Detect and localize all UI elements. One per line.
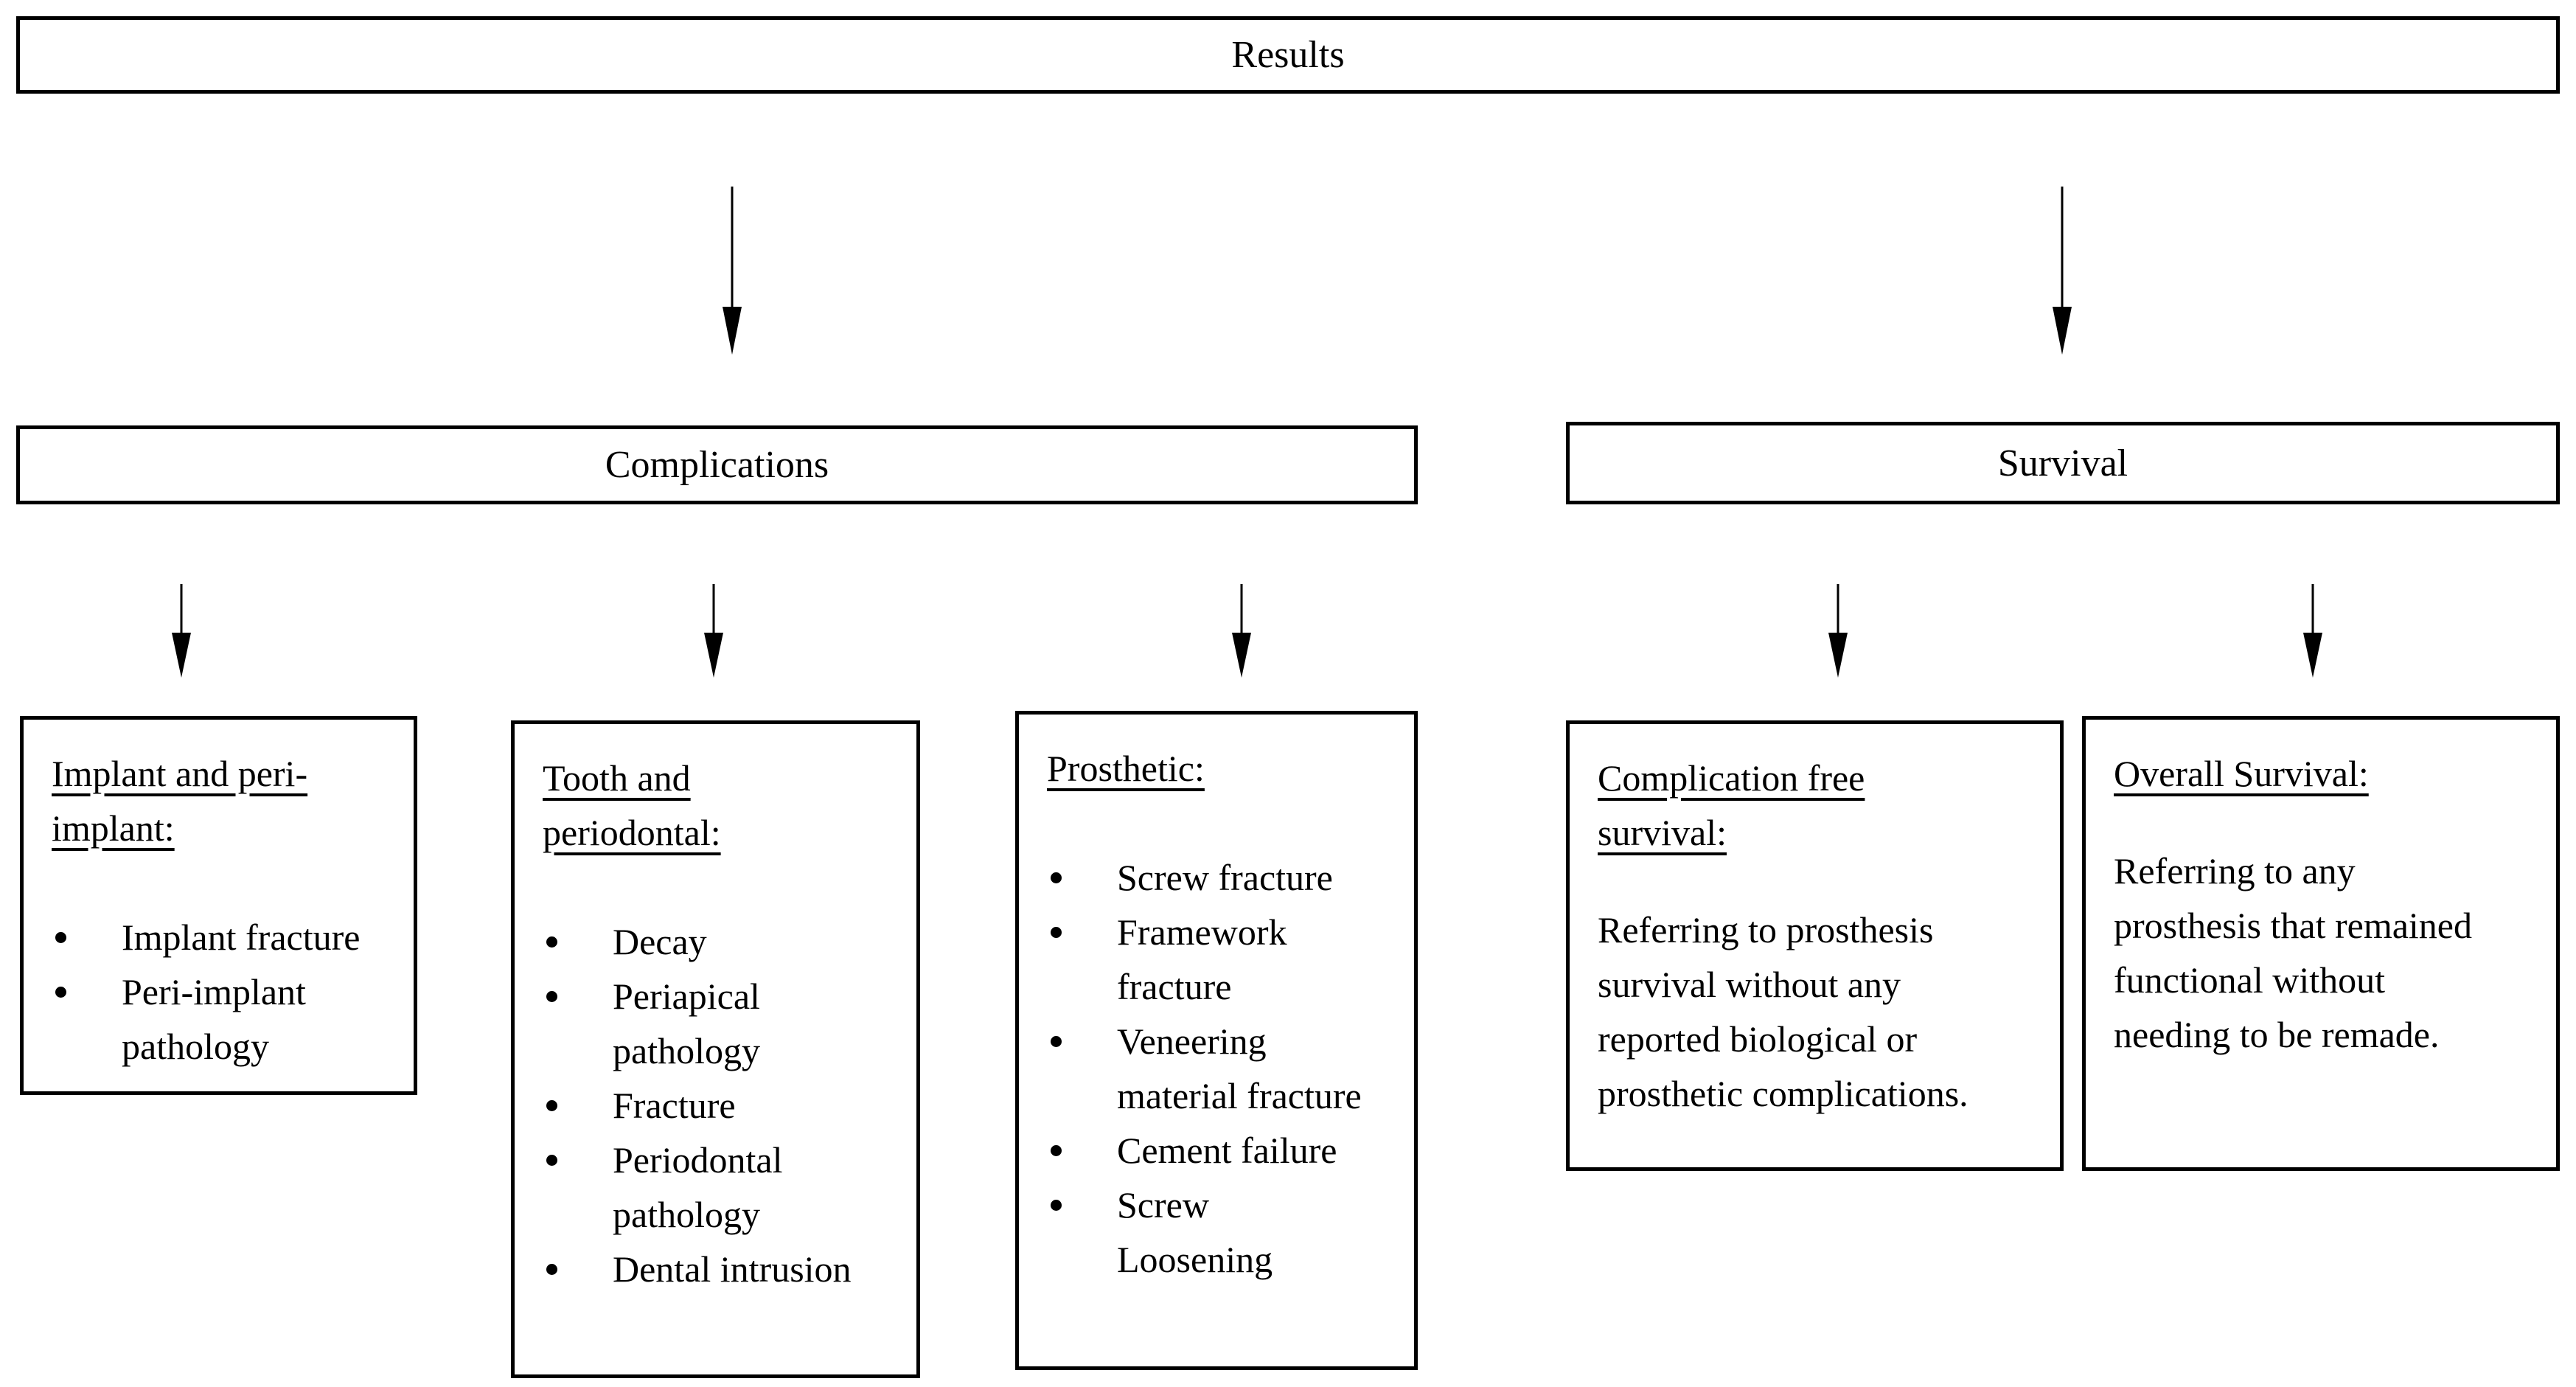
tooth-periodontal-list: Decay Periapical pathology Fracture Peri… xyxy=(515,914,916,1296)
arrow-complications-to-tooth xyxy=(704,584,723,678)
bullet-icon xyxy=(1051,872,1062,883)
list-item: Dental intrusion xyxy=(515,1242,916,1296)
implant-peri-implant-list: Implant fracture Peri-implant pathology xyxy=(24,910,414,1074)
bullet-icon xyxy=(546,936,557,948)
complication-free-survival-box: Complication free survival: Referring to… xyxy=(1566,720,2064,1171)
implant-peri-implant-heading: Implant and peri- implant: xyxy=(52,753,308,849)
arrow-survival-to-overall xyxy=(2303,584,2322,678)
list-item: Veneering material fracture xyxy=(1019,1014,1414,1123)
complication-free-survival-description: Referring to prosthesis survival without… xyxy=(1598,909,1968,1114)
survival-label: Survival xyxy=(1997,442,2128,484)
bullet-icon xyxy=(55,987,66,998)
list-item: Periodontal pathology xyxy=(515,1133,916,1242)
bullet-icon xyxy=(546,1264,557,1275)
bullet-icon xyxy=(1051,1200,1062,1211)
overall-survival-box: Overall Survival: Referring to any prost… xyxy=(2082,716,2560,1171)
list-item: Screw fracture xyxy=(1019,850,1414,905)
results-label: Results xyxy=(1231,34,1345,76)
prosthetic-box: Prosthetic: Screw fracture Framework fra… xyxy=(1015,711,1418,1370)
bullet-icon xyxy=(1051,927,1062,938)
prosthetic-heading: Prosthetic: xyxy=(1047,748,1205,789)
list-item: Cement failure xyxy=(1019,1123,1414,1178)
list-item: Decay xyxy=(515,914,916,969)
arrow-results-to-complications xyxy=(723,187,742,355)
bullet-icon xyxy=(546,991,557,1002)
survival-box: Survival xyxy=(1566,422,2560,504)
list-item: Screw Loosening xyxy=(1019,1178,1414,1287)
tooth-periodontal-heading: Tooth and periodontal: xyxy=(543,757,721,853)
complication-free-survival-heading: Complication free survival: xyxy=(1598,757,1865,853)
implant-peri-implant-box: Implant and peri- implant: Implant fract… xyxy=(20,716,417,1095)
complications-label: Complications xyxy=(605,444,829,486)
complications-box: Complications xyxy=(16,425,1418,504)
results-box: Results xyxy=(16,16,2560,94)
bullet-icon xyxy=(546,1155,557,1166)
arrow-complications-to-implant xyxy=(172,584,191,678)
list-item: Periapical pathology xyxy=(515,969,916,1078)
tooth-periodontal-box: Tooth and periodontal: Decay Periapical … xyxy=(511,720,920,1378)
bullet-icon xyxy=(1051,1036,1062,1047)
bullet-icon xyxy=(546,1100,557,1111)
overall-survival-description: Referring to any prosthesis that remaine… xyxy=(2114,850,2472,1055)
list-item: Implant fracture xyxy=(24,910,414,964)
bullet-icon xyxy=(55,932,66,943)
arrow-complications-to-prosthetic xyxy=(1232,584,1251,678)
arrow-survival-to-complication-free xyxy=(1828,584,1848,678)
arrow-results-to-survival xyxy=(2053,187,2072,355)
list-item: Framework fracture xyxy=(1019,905,1414,1014)
list-item: Fracture xyxy=(515,1078,916,1133)
overall-survival-heading: Overall Survival: xyxy=(2114,753,2369,794)
prosthetic-list: Screw fracture Framework fracture Veneer… xyxy=(1019,850,1414,1287)
bullet-icon xyxy=(1051,1145,1062,1156)
list-item: Peri-implant pathology xyxy=(24,964,414,1074)
